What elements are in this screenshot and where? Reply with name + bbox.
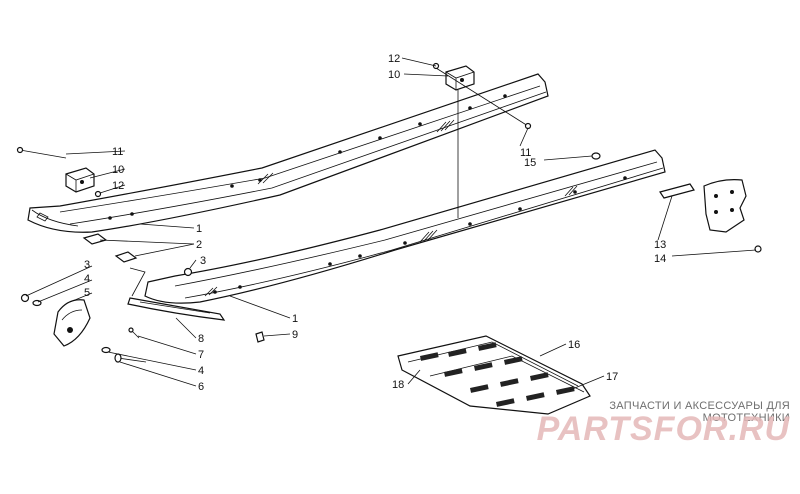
insert-13 <box>659 183 695 199</box>
bolt-left <box>16 146 67 159</box>
washer-right <box>183 267 193 277</box>
callout-1-left: 1 <box>196 223 202 235</box>
callout-3-left: 3 <box>84 259 90 271</box>
spacer-block-top <box>445 65 475 91</box>
spacer-block-left <box>65 167 95 193</box>
callout-5: 5 <box>84 287 90 299</box>
callout-14: 14 <box>654 253 666 265</box>
leader-lines <box>25 57 757 391</box>
callout-9: 9 <box>292 329 298 341</box>
callout-7: 7 <box>198 349 204 361</box>
bolt-14 <box>754 245 762 253</box>
callout-18: 18 <box>392 379 404 391</box>
callout-17: 17 <box>606 371 618 383</box>
callout-3-right: 3 <box>200 255 206 267</box>
callout-12-left: 12 <box>112 180 124 192</box>
callout-4-lower: 4 <box>198 365 204 377</box>
callout-12-top: 12 <box>388 53 400 65</box>
callout-8: 8 <box>198 333 204 345</box>
rubber-bumpers <box>82 233 138 263</box>
watermark-subtitle: ЗАПЧАСТИ И АКСЕССУАРЫ ДЛЯ МОТОТЕХНИКИ <box>609 400 790 424</box>
callout-11-top: 11 <box>520 147 531 159</box>
bolt-lower <box>114 353 147 363</box>
callout-6: 6 <box>198 381 204 393</box>
callout-2: 2 <box>196 239 202 251</box>
callout-1-right: 1 <box>292 313 298 325</box>
washer-left <box>20 293 30 303</box>
screw-7 <box>128 327 140 339</box>
callout-4-upper: 4 <box>84 273 90 285</box>
washer-lower <box>101 346 111 354</box>
callout-10-top: 10 <box>388 69 400 81</box>
bolt-top <box>524 122 532 130</box>
nut-left <box>94 190 102 198</box>
bolt-15 <box>591 152 601 160</box>
callout-11-left: 11 <box>112 146 123 158</box>
callout-labels: 11 10 12 1 2 3 3 4 5 1 9 8 7 4 6 12 10 1… <box>84 53 666 393</box>
callout-16: 16 <box>568 339 580 351</box>
callout-15: 15 <box>524 157 536 169</box>
right-slide-rail <box>144 149 666 304</box>
bolt-9 <box>255 331 265 343</box>
callout-10-left: 10 <box>112 164 124 176</box>
mounting-plate <box>703 179 747 233</box>
track-section <box>397 335 591 415</box>
watermark-logo: PARTSFOR.RU <box>536 410 790 448</box>
slider-shoe <box>53 299 91 347</box>
callout-13: 13 <box>654 239 666 251</box>
left-slide-rail <box>27 73 549 233</box>
